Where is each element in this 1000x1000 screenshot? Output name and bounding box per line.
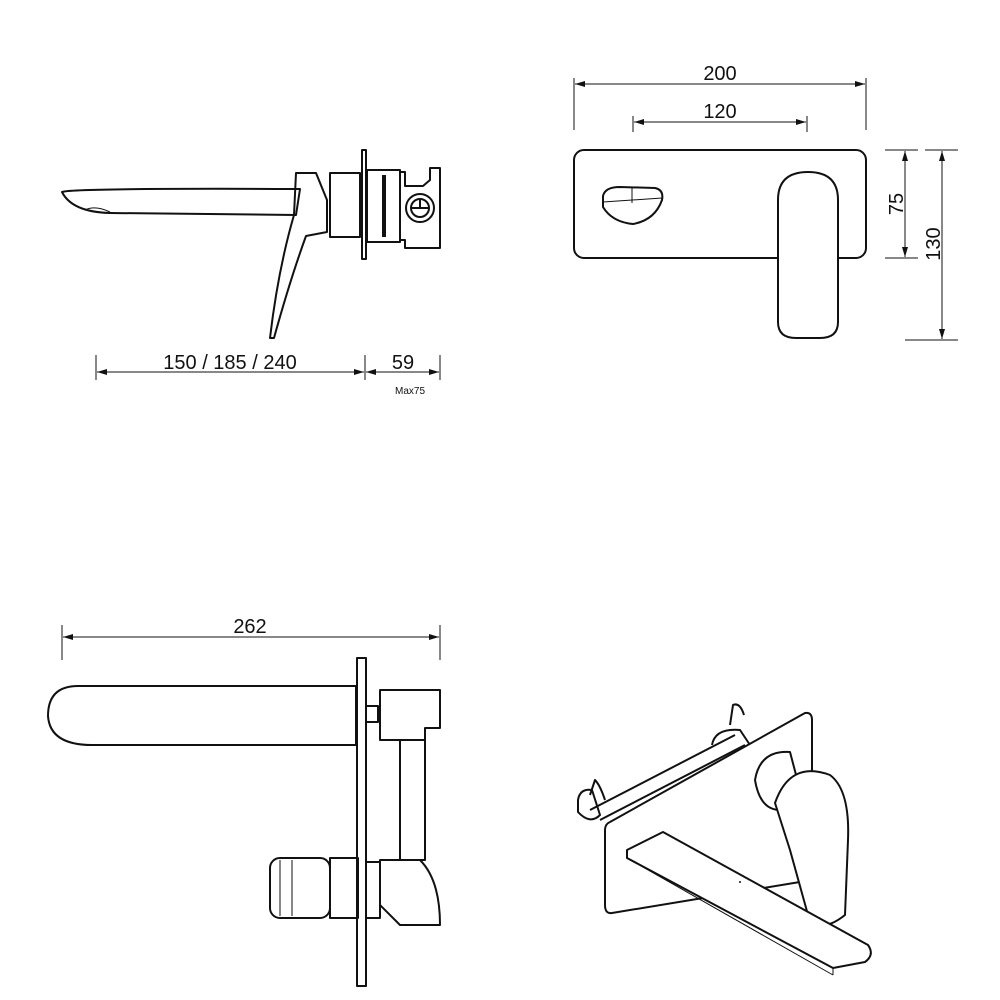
handle	[269, 857, 331, 919]
aerator	[602, 186, 664, 225]
spout	[47, 685, 357, 746]
depth-max-note: Max75	[395, 386, 425, 397]
depth-dimension: 59	[392, 352, 414, 374]
rear-side-view: 262	[47, 616, 441, 987]
width-dimension: 200	[703, 63, 736, 85]
front-view: 200 120 75 130	[573, 63, 958, 341]
mounting-bracket	[399, 167, 441, 249]
cover-plate	[573, 149, 867, 259]
mounting-bracket	[379, 689, 441, 741]
centers-dimension: 120	[703, 101, 736, 123]
plate-height-dimension: 75	[886, 193, 908, 215]
lever-handle	[269, 172, 328, 339]
length-dimension: 150 / 185 / 240	[163, 352, 296, 374]
wall-plate	[361, 149, 367, 260]
wall-plate	[356, 657, 367, 987]
overall-height-dimension: 130	[923, 227, 945, 260]
side-view: 150 / 185 / 240 59 Max75	[61, 149, 441, 397]
spout	[61, 187, 301, 216]
body	[329, 172, 361, 238]
handle	[777, 171, 839, 339]
overall-length-dimension: 262	[233, 616, 266, 638]
spout	[626, 831, 872, 969]
isometric-view	[577, 703, 872, 976]
